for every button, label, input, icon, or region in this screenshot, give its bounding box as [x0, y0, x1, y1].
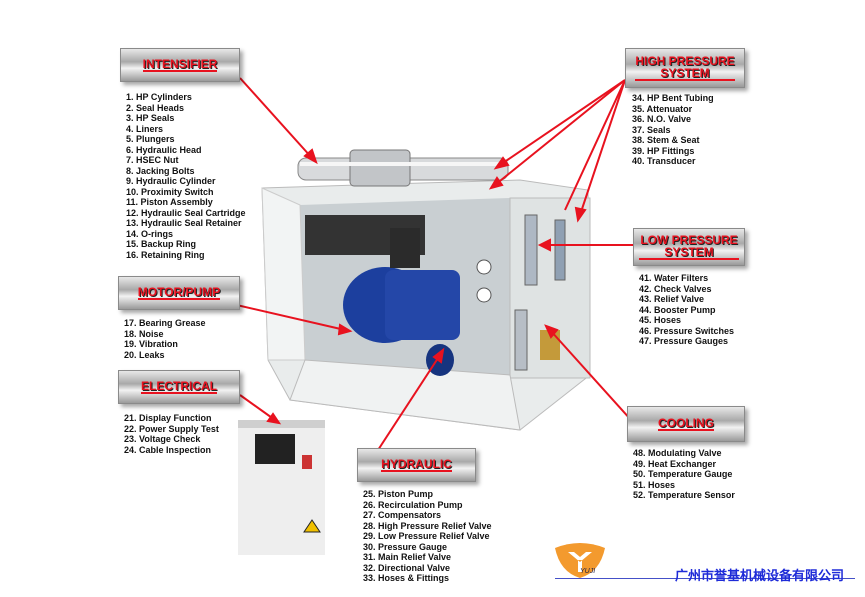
low-pressure-components — [514, 214, 566, 371]
callout-arrows — [214, 77, 641, 471]
list-item: 30. Pressure Gauge — [363, 541, 448, 552]
electrical-label: ELECTRICAL — [118, 370, 240, 404]
list-item: 14. O-rings — [126, 228, 174, 239]
list-item: 41. Water Filters — [639, 273, 709, 283]
list-item: 6. Hydraulic Head — [126, 144, 202, 155]
list-item: 25. Piston Pump — [363, 489, 434, 499]
hydraulic-label: HYDRAULIC — [357, 448, 476, 482]
list-item: 44. Booster Pump — [639, 304, 716, 315]
list-item: 36. N.O. Valve — [632, 114, 692, 124]
section-title: LOW PRESSURE SYSTEM — [639, 233, 739, 260]
list-item: 9. Hydraulic Cylinder — [126, 176, 216, 186]
section-title: INTENSIFIER — [142, 57, 218, 72]
list-item: 2. Seal Heads — [126, 102, 185, 113]
list-item: 18. Noise — [124, 328, 164, 339]
list-item: 52. Temperature Sensor — [633, 490, 735, 500]
section-title: MOTOR/PUMP — [137, 285, 221, 300]
list-item: 21. Display Function — [124, 413, 212, 423]
motor-pump-label: MOTOR/PUMP — [118, 276, 240, 310]
list-item: 15. Backup Ring — [126, 239, 197, 249]
list-item: 42. Check Valves — [639, 283, 712, 294]
list-item: 23. Voltage Check — [124, 434, 201, 444]
list-item: 34. HP Bent Tubing — [632, 93, 714, 103]
list-item: 50. Temperature Gauge — [633, 469, 733, 479]
company-name: 广州市誉基机械设备有限公司 — [675, 569, 845, 584]
list-item: 37. Seals — [632, 124, 671, 135]
list-item: 27. Compensators — [363, 510, 442, 520]
list-item: 31. Main Relief Valve — [363, 552, 452, 562]
list-item: 29. Low Pressure Relief Valve — [363, 531, 490, 541]
list-item: 1. HP Cylinders — [126, 92, 192, 102]
list-item: 48. Modulating Valve — [633, 448, 722, 458]
list-item: 40. Transducer — [632, 156, 696, 166]
list-item: 12. Hydraulic Seal Cartridge — [126, 207, 246, 218]
motor-pump — [343, 228, 460, 376]
list-item: 43. Relief Valve — [639, 294, 705, 304]
section-title: ELECTRICAL — [141, 379, 217, 394]
gauges — [476, 259, 492, 303]
list-item: 46. Pressure Switches — [639, 325, 735, 336]
list-item: 47. Pressure Gauges — [639, 336, 729, 346]
list-item: 24. Cable Inspection — [124, 444, 212, 455]
list-item: 13. Hydraulic Seal Retainer — [126, 218, 242, 228]
list-item: 3. HP Seals — [126, 113, 175, 123]
list-item: 11. Piston Assembly — [126, 197, 213, 207]
list-item: 17. Bearing Grease — [124, 318, 206, 328]
footer-divider — [555, 578, 855, 579]
list-item: 19. Vibration — [124, 339, 178, 349]
list-item: 38. Stem & Seat — [632, 135, 700, 145]
list-item: 26. Recirculation Pump — [363, 499, 463, 510]
low-pressure-label: LOW PRESSURE SYSTEM — [633, 228, 745, 266]
section-title: HIGH PRESSURE SYSTEM — [635, 54, 735, 81]
cooling-label: COOLING — [627, 406, 745, 442]
list-item: 39. HP Fittings — [632, 145, 695, 156]
section-title: COOLING — [658, 416, 714, 431]
list-item: 5. Plungers — [126, 134, 175, 144]
list-item: 32. Directional Valve — [363, 562, 451, 573]
intensifier-assembly — [297, 149, 509, 187]
section-title: HYDRAULIC — [381, 457, 452, 472]
list-item: 28. High Pressure Relief Valve — [363, 520, 492, 531]
list-item: 4. Liners — [126, 123, 164, 134]
list-item: 22. Power Supply Test — [124, 423, 219, 434]
list-item: 49. Heat Exchanger — [633, 458, 717, 469]
electrical-panel-photo — [238, 420, 325, 555]
list-item: 7. HSEC Nut — [126, 155, 179, 165]
intensifier-label: INTENSIFIER — [120, 48, 240, 82]
list-item: 16. Retaining Ring — [126, 249, 205, 260]
logo-text: YUJI — [580, 568, 596, 575]
list-item: 45. Hoses — [639, 315, 682, 325]
list-item: 20. Leaks — [124, 349, 165, 360]
list-item: 10. Proximity Switch — [126, 186, 214, 197]
list-item: 33. Hoses & Fittings — [363, 573, 450, 583]
high-pressure-label: HIGH PRESSURE SYSTEM — [625, 48, 745, 88]
list-item: 51. Hoses — [633, 479, 676, 490]
list-item: 8. Jacking Bolts — [126, 165, 195, 176]
list-item: 35. Attenuator — [632, 103, 693, 114]
